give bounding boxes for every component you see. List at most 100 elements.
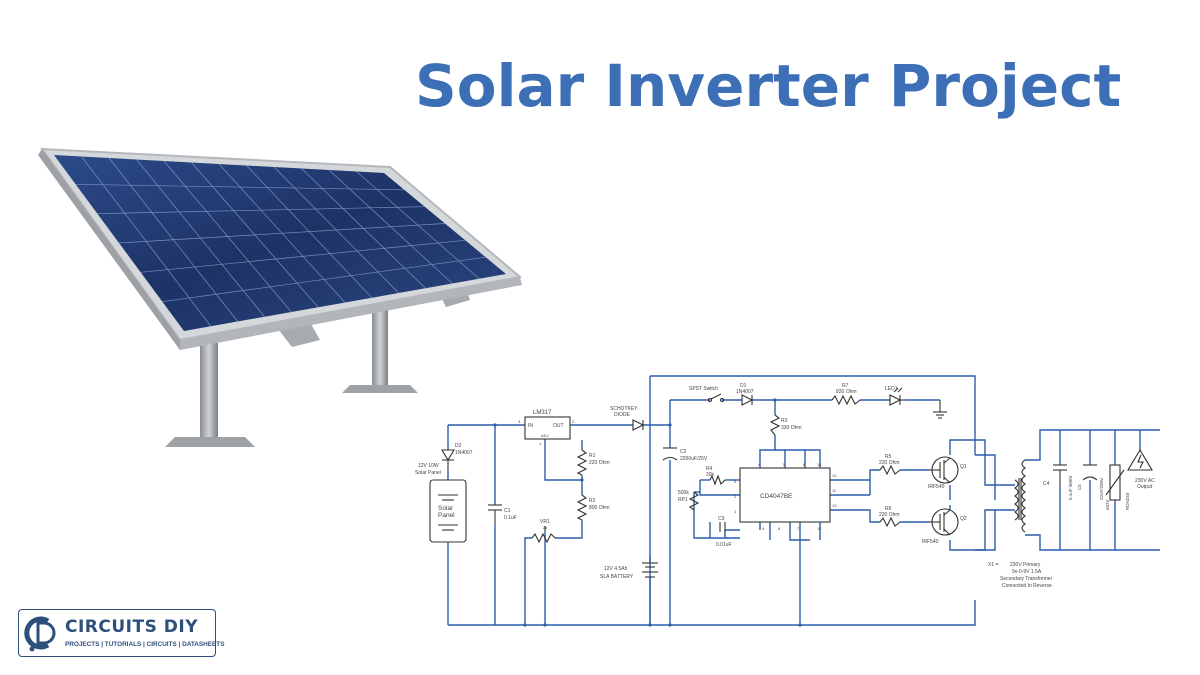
panel-frame-edge (180, 277, 522, 350)
ic-pin: 10 (832, 473, 837, 478)
potentiometer-rp1 (688, 491, 700, 511)
ic-pin: 2 (734, 494, 737, 499)
c2-value: 2200uF/25V (680, 456, 708, 462)
page-title: Solar Inverter Project (415, 52, 1122, 120)
transformer-x1 (1014, 479, 1019, 521)
panel-grid-line (75, 183, 405, 191)
panel-post-left (200, 335, 218, 443)
d2-part: 1N4007 (455, 450, 473, 456)
r1-label: R1 (589, 453, 596, 459)
c4-label: C4 (1043, 481, 1050, 487)
c2-label: C2 (680, 449, 687, 455)
resistor-r4 (709, 474, 726, 486)
r5-label: R5 (885, 454, 892, 460)
lm317-pin-1: 1 (539, 441, 542, 446)
r4-label: R4 (706, 466, 713, 472)
circuits-diy-logo[interactable]: CIRCUITS DIY PROJECTS | TUTORIALS | CIRC… (18, 609, 224, 657)
ic-pin: 9 (762, 526, 765, 531)
x1-prefix: X1 = (988, 562, 999, 568)
r2-value: 800 Ohm (589, 505, 610, 511)
ic-cd4047be (739, 467, 831, 523)
led-label: LED1 (885, 386, 898, 392)
q2-part: IRF540 (922, 539, 939, 545)
schottky-label-1: SCHOTKEY (610, 406, 638, 412)
ic-label: CD4047BE (760, 493, 793, 500)
panel-grid-line (140, 239, 466, 273)
r1-value: 220 Ohm (589, 460, 610, 466)
c3-value: 0.01uF (716, 542, 732, 548)
lm317-pin-2: 2 (572, 419, 575, 424)
r6-label: R6 (885, 506, 892, 512)
r3-label: R3 (781, 418, 788, 424)
battery-label-2: SLA BATTERY (600, 574, 634, 580)
c5-label: C5 (1077, 484, 1082, 490)
r4-value: 20k (706, 472, 715, 478)
ic-pin: 8 (778, 526, 781, 531)
q1-part: IRF540 (928, 484, 945, 490)
ic-pin: 13 (832, 503, 837, 508)
diode-d1 (741, 394, 754, 406)
r7-value: 820 Ohm (836, 389, 857, 395)
q2-label: Q2 (960, 516, 967, 522)
c4-value: 0.1uF /600V (1068, 475, 1073, 500)
resistor-r6 (879, 516, 901, 528)
ic-pin: 7 (797, 526, 800, 531)
x1-line-3: Secondary Transformer (1000, 576, 1053, 582)
c1-label: C1 (504, 508, 511, 514)
panel-base-left (165, 437, 255, 447)
c1-value: 0.1uF (504, 515, 517, 521)
logo-name: CIRCUITS DIY (65, 617, 199, 637)
panel-name: Solar Panel (415, 470, 441, 476)
ic-pin: 6 (803, 462, 806, 467)
solar-panel-symbol (429, 479, 467, 543)
ic-pin: 4 (758, 462, 761, 467)
vr1-label: VR1 (540, 519, 550, 525)
r7-label: R7 (842, 383, 849, 389)
ac-output-label-1: 230V AC (1135, 478, 1155, 484)
regulator-lm317 (524, 416, 571, 440)
schottky-label-2: DIODE (614, 412, 631, 418)
panel-grid-line (118, 223, 446, 244)
resistor-r2 (576, 494, 588, 521)
junction-dots (493, 398, 802, 627)
ic-pin: 5 (783, 462, 786, 467)
x1-line-2: 9v-0-9V 1.5A (1012, 569, 1042, 575)
schottky-diode (632, 419, 645, 431)
led-1 (889, 394, 902, 406)
d1-label: D1 (740, 383, 747, 389)
spst-switch (707, 397, 713, 403)
ic-pin: 3 (734, 479, 737, 484)
mov-label: MOV (1105, 500, 1110, 510)
logo-tagline: PROJECTS | TUTORIALS | CIRCUITS | DATASH… (65, 641, 225, 648)
ac-output-label-2: Output (1137, 484, 1153, 490)
lm317-pin-adj: ADJ (541, 433, 549, 438)
panel-base-right (342, 385, 418, 393)
resistor-r1 (576, 449, 588, 476)
ic-pin: 1 (734, 509, 737, 514)
d1-part: 1N4007 (736, 389, 754, 395)
lm317-pin-in: IN (528, 423, 533, 429)
rp1-value: 500k (678, 490, 689, 496)
battery-label-1: 12V 4.5Ah (604, 566, 628, 572)
wires (447, 375, 1160, 626)
r5-value: 220 Ohm (879, 460, 900, 466)
panel-cell-grid (75, 156, 486, 327)
resistor-r3 (769, 414, 781, 436)
rp1-label: RP1 (678, 497, 688, 503)
diode-d2 (441, 449, 455, 462)
circuit-board-icon (24, 616, 56, 652)
components (429, 387, 1153, 578)
lm317-pin-3: 3 (518, 419, 521, 424)
q1-label: Q1 (960, 464, 967, 470)
panel-label-1: Solar (438, 505, 454, 512)
resistor-r5 (879, 464, 901, 476)
panel-label-2: Panel (438, 512, 455, 519)
c3-label: C3 (718, 516, 725, 522)
panel-frame-edge (38, 149, 180, 350)
switch-label: SPST Switch (689, 386, 718, 392)
vr1-value: 2k (543, 525, 547, 530)
panel-post-right (372, 305, 388, 393)
inverter-schematic: Solar Panel 12V 10W Solar Panel D2 1N400… (415, 375, 1160, 627)
panel-grid-line (97, 206, 425, 215)
ic-pin: 11 (832, 488, 837, 493)
